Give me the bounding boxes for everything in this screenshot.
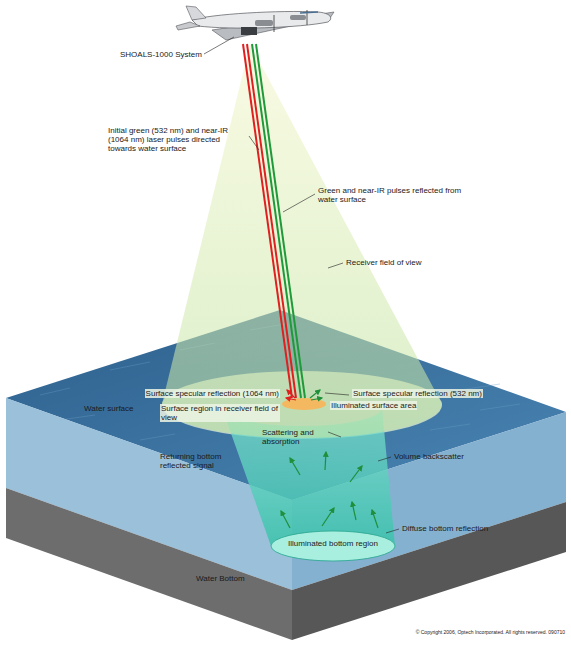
callout-label: Illuminated surface area [330,401,417,410]
aircraft [176,6,334,40]
illuminated-bottom-region [271,531,395,561]
callout-label: Surface specular reflection (532 nm) [352,389,483,398]
callout-label: Surface specular reflection (1064 nm) [145,389,280,398]
specular-green [310,390,322,400]
callout-label: Diffuse bottom reflection [402,524,488,533]
callout-label: Illuminated bottom region [273,539,393,548]
receiver-cone [162,44,442,438]
scatter-arrows [281,452,378,528]
illuminated-surface-spot [282,398,326,410]
callout-label: SHOALS-1000 System [120,50,202,59]
callout-label: Scattering and absorption [262,428,326,446]
callout-label: Surface region in receiver field of view [160,404,280,422]
callout-label: Initial green (532 nm) and near-IR (1064… [108,126,246,154]
callout-label: Returning bottom reflected signal [160,452,232,470]
callout-label: Green and near-IR pulses reflected from … [318,186,468,204]
leader-lines [204,37,399,533]
callout-label: Volume backscatter [394,452,464,461]
bottom-side-face [6,488,292,640]
callout-label: Water surface [84,404,134,413]
specular-red [286,390,296,400]
callout-label: Water Bottom [196,574,245,583]
callout-label: © Copyright 2006, Optech Incorporated. A… [416,630,565,636]
callout-label: Receiver field of view [346,258,422,267]
laser-beams [243,44,305,398]
